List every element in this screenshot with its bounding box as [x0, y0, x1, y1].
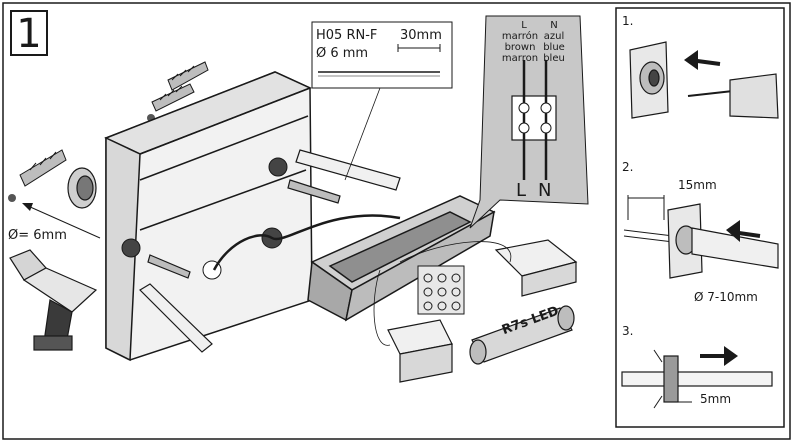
side-step-2-cable-diameter: Ø 7-10mm — [694, 290, 758, 304]
mount-hole — [121, 238, 141, 258]
drill-arrow — [27, 205, 101, 239]
side-step-3-length: 5mm — [700, 392, 732, 406]
terminal-n-fr: bleu — [543, 53, 565, 64]
step-number: 1 — [10, 10, 48, 56]
drill-icon — [9, 249, 98, 351]
cable-type-label: H05 RN-F — [316, 28, 378, 43]
side-step-3-number: 3. — [622, 324, 634, 338]
strip-length-label: 30mm — [400, 28, 442, 43]
lamp-socket-icon — [387, 239, 578, 383]
cable-callout — [311, 21, 453, 89]
supply-cable — [212, 214, 401, 271]
r7s-lamp-icon — [469, 305, 575, 365]
terminal-n-es: azul — [543, 31, 565, 42]
side-step-2-illustration — [623, 195, 779, 279]
wire — [373, 241, 512, 346]
side-step-1-illustration — [629, 41, 779, 119]
screw-icon — [147, 179, 341, 279]
terminal-l-es: marrón — [501, 31, 539, 42]
terminal-n-en: blue — [543, 42, 565, 53]
terminal-block-icon — [417, 265, 465, 315]
terminal-l-fr: marron — [501, 53, 539, 64]
wall-plug-icon — [19, 149, 67, 187]
side-step-2-strip-length: 15mm — [678, 178, 717, 192]
terminal-l-big: L — [516, 180, 527, 201]
lamp-holder-plate — [307, 195, 496, 322]
terminal-l-letter: L — [521, 20, 527, 31]
terminal-l-en: brown — [504, 42, 536, 53]
cable-diameter-label: Ø 6 mm — [316, 46, 369, 61]
wall-plug-icon — [151, 61, 209, 112]
side-step-3-illustration — [621, 349, 773, 409]
drill-hole-label: Ø= 6mm — [8, 228, 67, 243]
callout-leader — [344, 87, 381, 181]
grommet-icon — [67, 167, 97, 209]
terminal-n-letter: N — [550, 20, 558, 31]
side-step-1-number: 1. — [622, 14, 634, 28]
side-step-2-number: 2. — [622, 160, 634, 174]
terminal-n-big: N — [538, 180, 552, 201]
dowel-icon — [139, 149, 401, 353]
mount-hole — [268, 157, 288, 177]
side-panel-frame — [615, 7, 785, 428]
base-plate — [104, 71, 313, 362]
screw-head-icon — [8, 194, 16, 202]
